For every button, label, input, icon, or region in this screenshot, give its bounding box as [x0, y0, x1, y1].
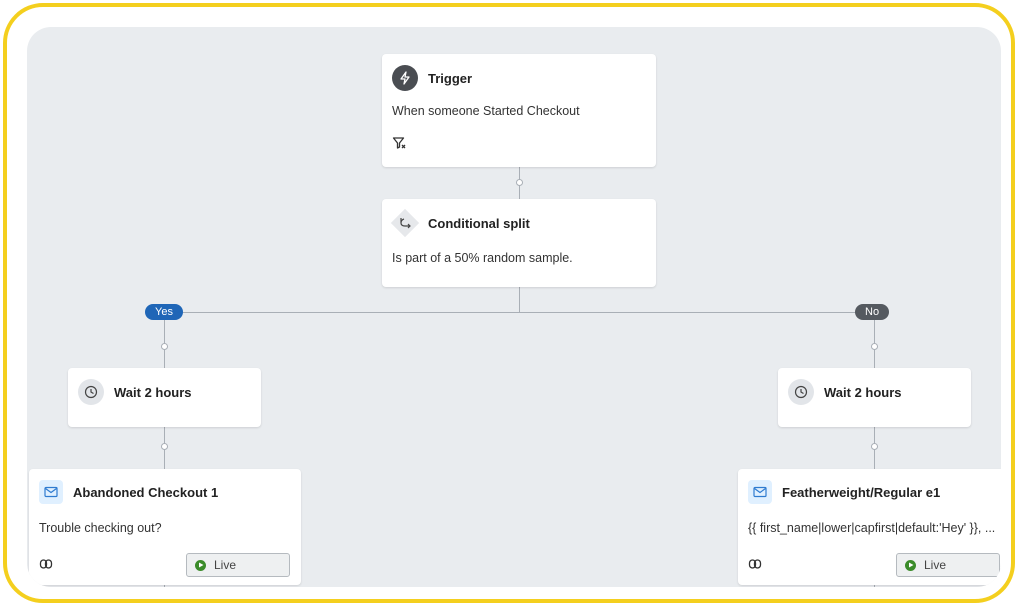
- lightning-icon: [392, 65, 418, 91]
- link-icon[interactable]: [39, 557, 53, 576]
- email-card-right[interactable]: Featherweight/Regular e1 {{ first_name|l…: [738, 469, 1001, 585]
- connector-dot: [161, 343, 168, 350]
- branch-yes-label: Yes: [145, 304, 183, 320]
- connector-dot: [871, 343, 878, 350]
- link-icon[interactable]: [748, 557, 762, 576]
- wait-card-right[interactable]: Wait 2 hours: [778, 368, 971, 427]
- email-card-left[interactable]: Abandoned Checkout 1 Trouble checking ou…: [29, 469, 301, 585]
- email-subject-right: {{ first_name|lower|capfirst|default:'He…: [748, 521, 996, 535]
- email-icon: [39, 480, 63, 504]
- branch-line: [164, 312, 874, 313]
- trigger-title: Trigger: [428, 70, 473, 86]
- connector-dot: [871, 443, 878, 450]
- live-status-button-left[interactable]: Live: [186, 553, 290, 577]
- connector-split-branch: [519, 287, 520, 313]
- wait-title-left: Wait 2 hours: [114, 384, 192, 400]
- conditional-split-card[interactable]: Conditional split Is part of a 50% rando…: [382, 199, 656, 287]
- trigger-card[interactable]: Trigger When someone Started Checkout: [382, 54, 656, 167]
- clock-icon: [78, 379, 104, 405]
- connector-below-left: [164, 583, 165, 587]
- email-title-left: Abandoned Checkout 1: [73, 484, 219, 500]
- connector-dot: [161, 443, 168, 450]
- wait-card-left[interactable]: Wait 2 hours: [68, 368, 261, 427]
- split-icon: [390, 208, 420, 238]
- connector-below-right: [874, 583, 875, 587]
- live-status-label: Live: [214, 558, 237, 572]
- email-title-right: Featherweight/Regular e1: [782, 484, 941, 500]
- live-status-button-right[interactable]: Live: [896, 553, 1000, 577]
- flow-canvas[interactable]: Yes No Trigger When someone Started Chec…: [27, 27, 1001, 587]
- connector-dot: [516, 179, 523, 186]
- branch-no-label: No: [855, 304, 890, 320]
- trigger-description: When someone Started Checkout: [392, 104, 580, 118]
- play-icon: [195, 559, 206, 571]
- live-status-label: Live: [924, 558, 947, 572]
- connector-yes-wait: [164, 312, 165, 368]
- email-subject-left: Trouble checking out?: [39, 521, 162, 535]
- filter-icon[interactable]: [392, 136, 406, 155]
- split-description: Is part of a 50% random sample.: [392, 251, 573, 265]
- email-icon: [748, 480, 772, 504]
- play-icon: [905, 559, 916, 571]
- connector-no-wait: [874, 312, 875, 368]
- clock-icon: [788, 379, 814, 405]
- split-title: Conditional split: [428, 215, 530, 231]
- wait-title-right: Wait 2 hours: [824, 384, 902, 400]
- outer-frame: Yes No Trigger When someone Started Chec…: [3, 3, 1015, 603]
